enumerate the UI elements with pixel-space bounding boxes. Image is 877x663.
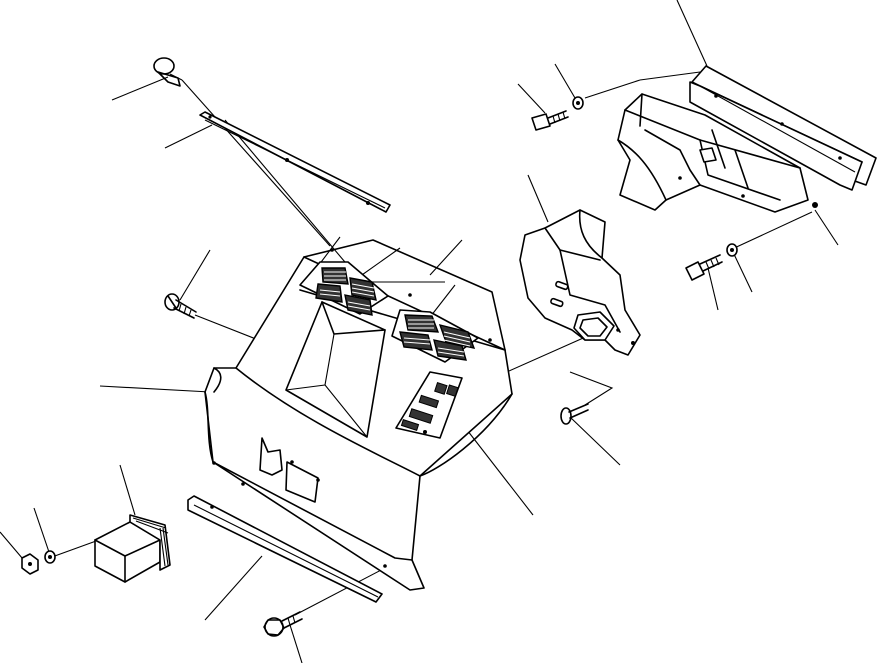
washer-top bbox=[572, 96, 584, 110]
leader-grille bbox=[429, 239, 463, 276]
cover-square-hole bbox=[285, 461, 319, 503]
rear-air-duct bbox=[617, 65, 877, 213]
washer-right bbox=[726, 243, 738, 257]
assembly-cover-to-elbow bbox=[499, 334, 591, 376]
assembly-rivet-path bbox=[569, 371, 614, 406]
mounting-bolt-left bbox=[164, 293, 197, 319]
leader-elbow bbox=[527, 174, 549, 223]
leader-washer-left bbox=[33, 507, 51, 556]
leader-bolt-right bbox=[707, 267, 719, 311]
leader-knob bbox=[111, 76, 169, 101]
mounting-bolt-right bbox=[685, 254, 723, 281]
assembly-right-bolt-line bbox=[729, 211, 813, 251]
leader-stay-bar bbox=[164, 124, 213, 149]
assembly-knob-to-cover bbox=[181, 79, 331, 247]
assembly-bottom-bolt-line bbox=[294, 567, 386, 616]
switch-panel bbox=[395, 371, 463, 439]
leader-washer-top bbox=[554, 63, 576, 99]
leader-trim-bar bbox=[204, 555, 263, 621]
side-duct-elbow bbox=[519, 209, 641, 356]
washer-left bbox=[44, 550, 56, 564]
push-rivet bbox=[560, 403, 589, 425]
leader-bolt-left bbox=[179, 249, 211, 301]
leader-washer-right bbox=[731, 249, 753, 293]
knob bbox=[153, 57, 183, 87]
leader-nut-right bbox=[814, 209, 839, 246]
top-stay-bar bbox=[199, 111, 391, 213]
mounting-bolt-bottom bbox=[263, 611, 303, 637]
assembly-top-bolt-line bbox=[584, 79, 641, 99]
lower-trim-bar bbox=[187, 495, 387, 603]
assembly-top-duct-line bbox=[639, 71, 701, 81]
nut-left bbox=[21, 553, 39, 575]
vent-grille-left bbox=[299, 261, 389, 316]
mounting-bolt-top bbox=[531, 110, 569, 131]
leader-outlet-box bbox=[119, 464, 136, 516]
leader-cover bbox=[99, 385, 211, 393]
leader-bolt-top bbox=[517, 83, 546, 114]
leader-bolt-bottom bbox=[289, 624, 303, 663]
front-outlet-box bbox=[94, 514, 171, 583]
leader-duct bbox=[676, 0, 708, 67]
assembly-stay-to-cover bbox=[224, 119, 351, 269]
vent-grille-right bbox=[391, 309, 479, 363]
leader-rivet bbox=[569, 416, 621, 466]
